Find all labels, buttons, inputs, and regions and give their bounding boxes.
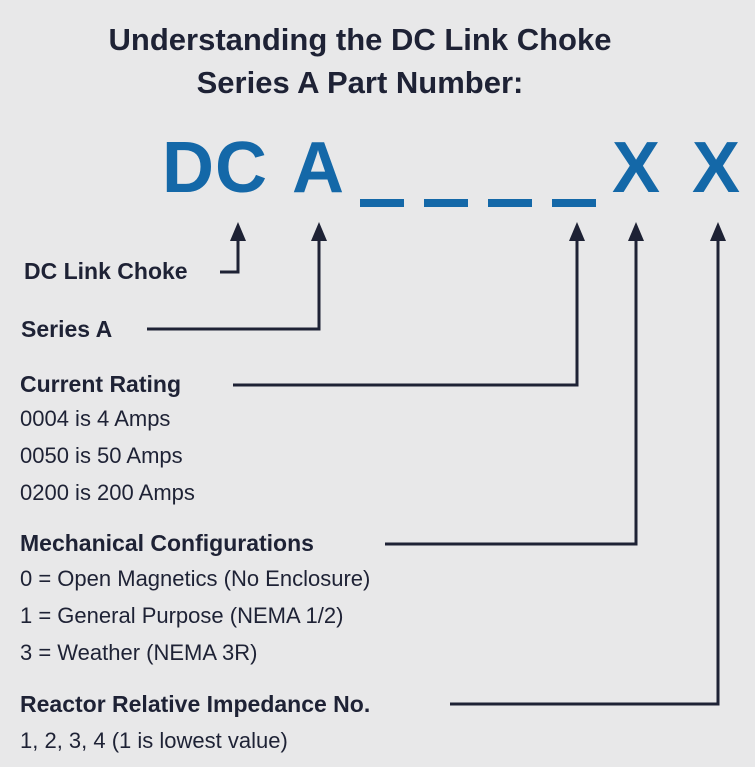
code-blank-1: [360, 199, 404, 207]
mechanical-item: 3 = Weather (NEMA 3R): [20, 640, 258, 665]
arrowhead-mechanical: [628, 222, 644, 241]
mechanical-item: 1 = General Purpose (NEMA 1/2): [20, 603, 344, 628]
current-rating-item: 0004 is 4 Amps: [20, 406, 171, 431]
connector-series-a: [147, 238, 321, 331]
title-line-1: Understanding the DC Link Choke: [108, 22, 612, 57]
connector-current-rating: [233, 238, 579, 387]
impedance-item: 1, 2, 3, 4 (1 is lowest value): [20, 728, 288, 753]
arrowhead-dc-link-choke: [230, 222, 246, 241]
current-rating-item: 0200 is 200 Amps: [20, 480, 195, 505]
label-current-rating: Current Rating: [20, 371, 181, 397]
code-dc: DC: [162, 128, 268, 208]
mechanical-item: 0 = Open Magnetics (No Enclosure): [20, 566, 371, 591]
code-blank-4: [552, 199, 596, 207]
arrowhead-current-rating: [569, 222, 585, 241]
label-mechanical-configurations: Mechanical Configurations: [20, 530, 314, 556]
connector-impedance: [450, 238, 720, 706]
code-x-impedance: X: [692, 128, 742, 208]
arrowhead-impedance: [710, 222, 726, 241]
arrowhead-series-a: [311, 222, 327, 241]
current-rating-item: 0050 is 50 Amps: [20, 443, 183, 468]
code-blank-3: [488, 199, 532, 207]
connector-mechanical: [385, 238, 638, 546]
label-reactor-impedance: Reactor Relative Impedance No.: [20, 691, 371, 717]
title-line-2: Series A Part Number:: [196, 65, 524, 100]
diagram-title: Understanding the DC Link Choke Series A…: [0, 18, 720, 104]
code-x-mechanical: X: [612, 128, 662, 208]
label-dc-link-choke: DC Link Choke: [24, 258, 188, 284]
code-series-a: A: [292, 128, 345, 208]
code-blank-2: [424, 199, 468, 207]
connector-dc-link-choke: [220, 238, 240, 274]
label-series-a: Series A: [21, 316, 113, 342]
